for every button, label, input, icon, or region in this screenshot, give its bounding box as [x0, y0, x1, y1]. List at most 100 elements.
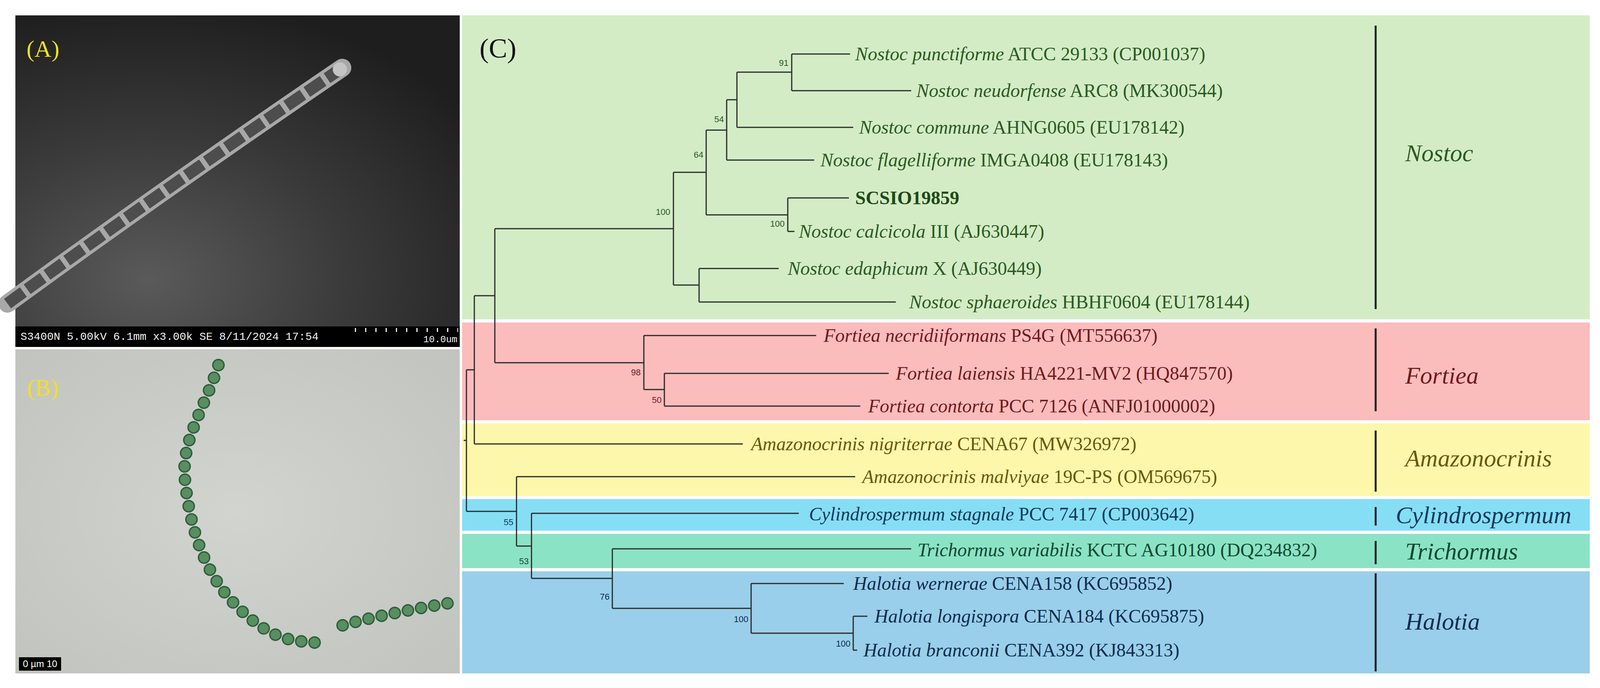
lm-filament-outline	[184, 365, 458, 644]
bootstrap-value: 100	[733, 615, 749, 624]
strain-id: III (AJ630447)	[925, 220, 1045, 242]
isolate-label: SCSIO19859	[855, 186, 960, 209]
strain-id: CENA67 (MW326972)	[952, 433, 1137, 455]
sem-filament-wall	[7, 67, 343, 304]
clade-band: Nostoc punctiforme ATCC 29133 (CP001037)…	[462, 15, 1590, 320]
strain-id: CENA158 (KC695852)	[987, 572, 1173, 594]
scale-bar: 0 µm 10	[18, 657, 62, 671]
strain-id: AHNG0605 (EU178142)	[988, 116, 1185, 138]
taxon-label: Nostoc commune AHNG0605 (EU178142)	[859, 116, 1185, 138]
taxon-label: Trichormus variabilis KCTC AG10180 (DQ23…	[917, 538, 1317, 561]
strain-id: PS4G (MT556637)	[1006, 324, 1158, 346]
species-name: Nostoc flagelliforme	[820, 149, 976, 171]
strain-id: X (AJ630449)	[928, 257, 1042, 279]
tree-branches	[463, 54, 912, 651]
clade-bar	[1374, 25, 1377, 310]
taxon-label: Halotia branconii CENA392 (KJ843313)	[863, 639, 1180, 661]
sem-background	[15, 15, 460, 327]
taxon-label: Nostoc flagelliforme IMGA0408 (EU178143)	[820, 149, 1168, 171]
taxon-label: Fortiea contorta PCC 7126 (ANFJ01000002)	[868, 395, 1216, 417]
strain-id: CENA392 (KJ843313)	[999, 639, 1180, 661]
clade-band: Halotia wernerae CENA158 (KC695852)Halot…	[462, 571, 1590, 674]
species-name: Halotia branconii	[863, 639, 1000, 661]
panel-letter: (C)	[479, 33, 517, 64]
bootstrap-value: 91	[779, 58, 789, 68]
taxon-label: Nostoc calcicola III (AJ630447)	[798, 220, 1045, 243]
clade-bar	[1374, 573, 1377, 672]
taxon-label: Nostoc sphaeroides HBHF0604 (EU178144)	[909, 290, 1250, 313]
species-name: Nostoc sphaeroides	[909, 291, 1058, 313]
bootstrap-value: 100	[770, 219, 785, 229]
strain-id: HBHF0604 (EU178144)	[1057, 291, 1250, 313]
clade-bars	[1374, 25, 1377, 672]
species-name: Halotia longispora	[874, 605, 1020, 627]
sem-filament-cells	[7, 67, 343, 304]
bootstrap-value: 50	[652, 395, 662, 405]
clade-bar	[1374, 328, 1377, 412]
species-name: Nostoc calcicola	[798, 220, 926, 242]
taxon-label: Nostoc neudorfense ARC8 (MK300544)	[916, 79, 1223, 102]
genus-label: Fortiea	[1405, 361, 1479, 389]
bootstrap-value: 54	[714, 115, 724, 124]
taxon-label: Fortiea laiensis HA4221-MV2 (HQ847570)	[895, 362, 1233, 385]
bootstrap-value: 53	[519, 557, 529, 566]
bootstrap-value: 55	[503, 518, 514, 527]
clade-bar	[1374, 430, 1377, 492]
taxon-label: Nostoc punctiforme ATCC 29133 (CP001037)	[855, 42, 1206, 65]
taxon-label: Halotia longispora CENA184 (KC695875)	[874, 605, 1205, 627]
species-name: Nostoc edaphicum	[787, 257, 929, 279]
taxon-label: Fortiea necridiiformans PS4G (MT556637)	[823, 324, 1158, 347]
species-name: Fortiea necridiiformans	[823, 324, 1007, 346]
strain-id: CENA184 (KC695875)	[1019, 605, 1205, 627]
genus-label: Amazonocrinis	[1405, 444, 1552, 472]
strain-id: KCTC AG10180 (DQ234832)	[1081, 539, 1317, 561]
taxon-label: Cylindrospermum stagnale PCC 7417 (CP003…	[809, 503, 1195, 525]
species-name: Nostoc neudorfense	[916, 80, 1067, 101]
genus-label: Nostoc	[1405, 139, 1474, 167]
species-name: Cylindrospermum stagnale	[809, 503, 1015, 525]
strain-id: IMGA0408 (EU178143)	[975, 149, 1168, 171]
strain-id: ARC8 (MK300544)	[1066, 80, 1223, 101]
scale-label: 10.0um	[423, 335, 458, 345]
species-name: Nostoc punctiforme	[855, 43, 1004, 65]
species-name: Trichormus variabilis	[917, 539, 1082, 561]
clade-band: Trichormus variabilis KCTC AG10180 (DQ23…	[462, 533, 1590, 569]
panel-letter: (B)	[27, 374, 59, 402]
taxon-label: Halotia wernerae CENA158 (KC695852)	[853, 572, 1173, 595]
strain-id: HA4221-MV2 (HQ847570)	[1015, 362, 1233, 384]
species-name: Fortiea laiensis	[895, 362, 1016, 384]
species-name: Fortiea contorta	[868, 395, 994, 417]
taxon-label: Amazonocrinis malviyae 19C-PS (OM569675)	[862, 465, 1218, 488]
species-name: Amazonocrinis malviyae	[862, 466, 1049, 487]
species-name: Nostoc commune	[859, 116, 989, 138]
sem-scale-ticks	[354, 328, 459, 332]
strain-id: ATCC 29133 (CP001037)	[1003, 43, 1206, 65]
bootstrap-value: 76	[600, 592, 610, 602]
clade-band: Amazonocrinis nigriterrae CENA67 (MW3269…	[462, 423, 1590, 497]
bootstrap-value: 100	[835, 639, 851, 649]
panel-letter: (A)	[26, 35, 60, 63]
bootstrap-value: 64	[693, 150, 704, 160]
bootstrap-value: 98	[631, 368, 641, 377]
strain-id: 19C-PS (OM569675)	[1048, 466, 1218, 487]
strain-id: PCC 7417 (CP003642)	[1014, 503, 1195, 525]
genus-label: Trichormus	[1405, 537, 1518, 565]
clade-bar	[1374, 507, 1377, 526]
clade-bar	[1374, 540, 1377, 565]
genus-label: Cylindrospermum	[1395, 501, 1572, 529]
sem-info-bar	[15, 326, 460, 347]
sem-filament-tip	[332, 62, 347, 77]
sem-info: S3400N 5.00kV 6.1mm x3.00k SE 8/11/2024 …	[20, 331, 319, 343]
lm-background	[15, 349, 460, 674]
light-micrograph-panel: (B) 0 µm 10	[15, 349, 460, 674]
lm-filament-cells	[184, 365, 458, 644]
sem-panel: (A) S3400N 5.00kV 6.1mm x3.00k SE 8/11/20…	[15, 15, 460, 347]
genus-label: Halotia	[1405, 607, 1480, 635]
clade-band: Cylindrospermum stagnale PCC 7417 (CP003…	[462, 499, 1590, 531]
species-name: Halotia wernerae	[853, 572, 988, 594]
taxon-label: Amazonocrinis nigriterrae CENA67 (MW3269…	[751, 432, 1137, 455]
taxon-label: Nostoc edaphicum X (AJ630449)	[787, 257, 1042, 280]
bootstrap-value: 100	[655, 207, 671, 217]
